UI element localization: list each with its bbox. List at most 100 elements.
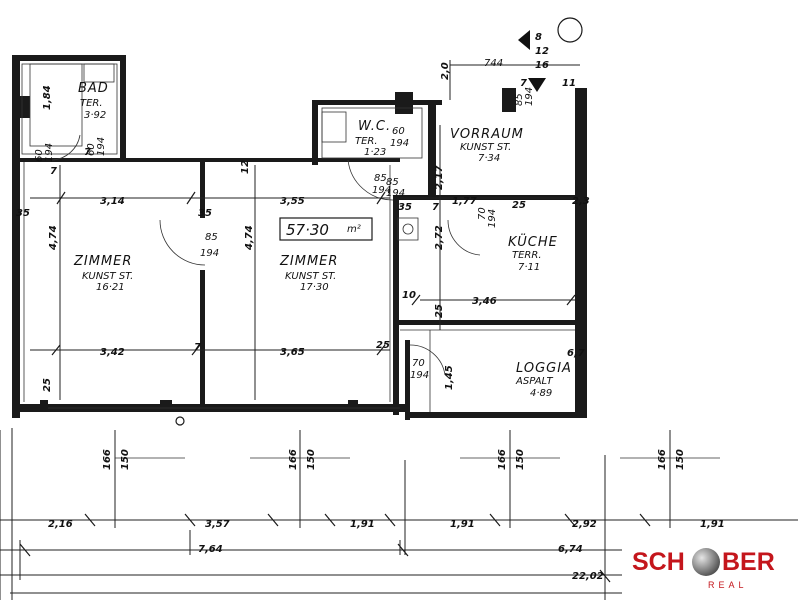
dim-25-a: 25 xyxy=(512,200,526,211)
bottom-dim-764: 7,64 xyxy=(198,544,223,555)
win1-a: 166 xyxy=(102,449,113,470)
dim-25-c: 25 xyxy=(434,304,445,318)
pier-3 xyxy=(348,400,358,412)
room-area-vorraum: 7·34 xyxy=(478,153,500,164)
interior-lines xyxy=(21,17,583,426)
room-name-zimmer1: ZIMMER xyxy=(73,254,132,269)
zimmer2-east-wall xyxy=(393,195,399,415)
wc-east-wall xyxy=(428,100,436,195)
room-floor-bad: TER. xyxy=(80,98,103,109)
wc-chimney xyxy=(395,92,413,114)
dim-7-c: 7 xyxy=(432,202,439,213)
bottom-dim-3: 1,91 xyxy=(350,519,375,530)
door-z1-h: 194 xyxy=(200,248,219,259)
door-bad2-w: 60 xyxy=(86,143,97,156)
bottom-dim-6: 1,91 xyxy=(700,519,725,530)
dim-20: 2,0 xyxy=(440,62,451,80)
room-area-zimmer1: 16·21 xyxy=(96,282,125,293)
stair-mark-1: 8 xyxy=(535,32,542,43)
door-entr-h: 194 xyxy=(524,87,535,106)
room-floor-kueche: TERR. xyxy=(512,250,542,261)
dim-474-a: 4,74 xyxy=(48,225,59,251)
door-z2-w: 85 xyxy=(374,173,387,184)
room-name-loggia: LOGGIA xyxy=(516,361,572,376)
win3-a: 166 xyxy=(497,449,508,470)
room-floor-zimmer2: KUNST ST. xyxy=(285,271,336,282)
dim-25-d: 25 xyxy=(42,378,53,392)
loggia-south-wall xyxy=(405,412,585,418)
logo-word-left: SCH xyxy=(632,548,685,576)
win4-b: 150 xyxy=(675,449,686,470)
door-z2-h: 194 xyxy=(372,185,391,196)
win4-a: 166 xyxy=(657,449,668,470)
dimension-lines xyxy=(0,60,798,600)
room-name-kueche: KÜCHE xyxy=(508,233,558,250)
dim-kueche-w: 3,46 xyxy=(472,296,497,307)
door-kue-w: 70 xyxy=(477,207,488,220)
basin xyxy=(83,63,115,83)
door-entr-w: 85 xyxy=(514,93,525,106)
door-v-w: 85 xyxy=(386,177,399,188)
bottom-dim-total: 22,02 xyxy=(572,571,604,582)
partition-top xyxy=(200,158,205,218)
door-wc-h: 194 xyxy=(390,138,409,149)
room-floor-vorraum: KUNST ST. xyxy=(460,142,511,153)
dim-11-top: 11 xyxy=(562,78,576,89)
dim-7-a: 7 xyxy=(50,166,57,177)
wc-north-wall xyxy=(312,100,442,105)
loggia-west-wall xyxy=(405,340,410,420)
room-name-wc: W.C. xyxy=(358,119,391,134)
loggia-dim: 6,7 xyxy=(567,348,585,359)
west-wall xyxy=(12,58,20,418)
bad-door-h: 194 xyxy=(44,143,55,162)
kueche-south-wall xyxy=(395,320,580,325)
room-floor-wc: TER. xyxy=(355,136,378,147)
toilet xyxy=(321,111,347,143)
total-area-value: 57·30 xyxy=(286,221,329,239)
total-area-box xyxy=(279,217,373,241)
entrance-block xyxy=(502,88,516,112)
win3-b: 150 xyxy=(515,449,526,470)
room-name-vorraum: VORRAUM xyxy=(450,127,524,142)
win2-a: 166 xyxy=(288,449,299,470)
dim-top-room-1: 3,14 xyxy=(100,196,125,207)
level-marker-icon xyxy=(528,78,546,92)
dim-35-c: 35 xyxy=(398,202,412,213)
bad-north-wall xyxy=(12,55,122,61)
stair-mark-3: 16 xyxy=(535,60,549,71)
east-wall xyxy=(575,88,587,418)
bathtub xyxy=(29,63,83,147)
globe-icon xyxy=(692,548,720,576)
dim-12: 12 xyxy=(240,160,251,174)
stair-arrow-icon xyxy=(518,30,530,50)
north-circle xyxy=(557,17,583,43)
dim-right-edge: 2,3 xyxy=(572,196,590,207)
pier-1 xyxy=(40,400,48,412)
dim-bottom-room-2: 3,65 xyxy=(280,347,305,358)
room-area-kueche: 7·11 xyxy=(518,262,540,273)
dim-10: 10 xyxy=(402,290,416,301)
rooms-north-wall xyxy=(20,158,400,162)
door-log-w: 70 xyxy=(412,358,425,369)
room-area-zimmer2: 17·30 xyxy=(300,282,329,293)
labels: 8 12 16 BAD TER. 3·92 1,84 7 60 194 W.C.… xyxy=(16,32,725,582)
logo-subtitle: REAL xyxy=(708,580,748,590)
bottom-dim-2: 3,57 xyxy=(205,519,230,530)
room-area-wc: 1·23 xyxy=(364,147,386,158)
stair-mark-2: 12 xyxy=(535,46,549,57)
room-floor-loggia: ASPALT xyxy=(515,376,553,387)
bottom-dim-674: 6,74 xyxy=(558,544,583,555)
dim-474-b: 4,74 xyxy=(244,225,255,251)
dim-vorraum-w: 1,77 xyxy=(452,196,477,207)
win1-b: 150 xyxy=(120,449,131,470)
room-floor-zimmer1: KUNST ST. xyxy=(82,271,133,282)
room-name-zimmer2: ZIMMER xyxy=(279,254,338,269)
door-wc-w: 60 xyxy=(392,126,405,137)
dim-bottom-room-1: 3,42 xyxy=(100,347,125,358)
door-log-h: 194 xyxy=(410,370,429,381)
company-logo: SCH BER REAL xyxy=(622,540,798,600)
wc-west-wall xyxy=(312,100,318,165)
dim-25-b: 25 xyxy=(376,340,390,351)
dim-top-room-2: 3,55 xyxy=(280,196,305,207)
